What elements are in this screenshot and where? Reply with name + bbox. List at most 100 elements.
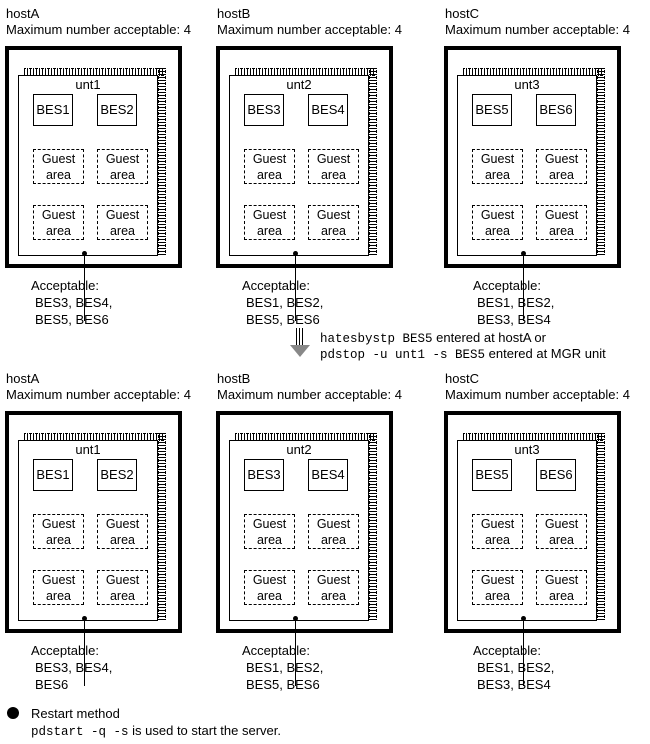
bes-box: BES1 <box>33 459 73 491</box>
max-acceptable-label: Maximum number acceptable: 4 <box>445 387 630 402</box>
connection-point <box>82 251 87 256</box>
bes-box: BES4 <box>308 94 348 126</box>
max-acceptable-label: Maximum number acceptable: 4 <box>217 22 402 37</box>
guest-area-label: area <box>109 589 136 603</box>
guest-label: Guest <box>544 517 579 531</box>
unit-shadow-right <box>597 433 605 620</box>
connector-line <box>84 255 85 321</box>
transition-line-2: pdstop -u unt1 -s BES5 entered at MGR un… <box>320 346 606 363</box>
guest-label: Guest <box>316 573 351 587</box>
guest-area-label: area <box>548 168 575 182</box>
acceptable-list: Acceptable:BES3, BES4,BES6 <box>31 642 112 693</box>
guest-area-label: area <box>548 224 575 238</box>
guest-area-label: area <box>548 533 575 547</box>
unit-shadow-right <box>597 68 605 255</box>
guest-area-label: area <box>109 533 136 547</box>
guest-area: Guest area <box>536 514 587 549</box>
guest-label: Guest <box>316 208 351 222</box>
guest-label: Guest <box>252 517 287 531</box>
bes-box: BES1 <box>33 94 73 126</box>
bes-box: BES6 <box>536 94 576 126</box>
guest-area: Guest area <box>536 149 587 184</box>
restart-text: is used to start the server. <box>128 723 281 738</box>
connector-line <box>295 255 296 321</box>
bes-box: BES6 <box>536 459 576 491</box>
guest-label: Guest <box>105 208 140 222</box>
max-acceptable-label: Maximum number acceptable: 4 <box>6 387 191 402</box>
acceptable-title: Acceptable: <box>473 278 541 293</box>
guest-label: Guest <box>544 152 579 166</box>
host-name: hostB <box>217 6 251 21</box>
guest-area-label: area <box>484 168 511 182</box>
acceptable-title: Acceptable: <box>31 643 99 658</box>
acceptable-line: BES1, BES2, <box>477 295 555 310</box>
guest-label: Guest <box>480 517 515 531</box>
acceptable-title: Acceptable: <box>242 278 310 293</box>
bes-box: BES2 <box>97 94 137 126</box>
guest-label: Guest <box>480 573 515 587</box>
bes-box: BES5 <box>472 459 512 491</box>
guest-label: Guest <box>41 208 76 222</box>
acceptable-line: BES1, BES2, <box>246 295 324 310</box>
bes-box: BES2 <box>97 459 137 491</box>
host-name: hostC <box>445 371 479 386</box>
guest-label: Guest <box>480 208 515 222</box>
guest-label: Guest <box>41 152 76 166</box>
transition-text-1: entered at hostA or <box>432 330 546 345</box>
acceptable-line: BES3, BES4 <box>477 677 551 692</box>
guest-area-label: area <box>256 589 283 603</box>
host-name: hostC <box>445 6 479 21</box>
host-name: hostB <box>217 371 251 386</box>
host-name: hostA <box>6 371 40 386</box>
guest-area-label: area <box>484 589 511 603</box>
acceptable-title: Acceptable: <box>31 278 99 293</box>
transition-arrow-shaft <box>296 328 305 346</box>
connection-point <box>82 616 87 621</box>
max-acceptable-label: Maximum number acceptable: 4 <box>445 22 630 37</box>
bes-box: BES3 <box>244 459 284 491</box>
acceptable-line: BES3, BES4 <box>477 312 551 327</box>
acceptable-line: BES1, BES2, <box>246 660 324 675</box>
acceptable-title: Acceptable: <box>242 643 310 658</box>
restart-command: pdstart -q -s <box>31 725 129 739</box>
guest-area-label: area <box>45 168 72 182</box>
connector-line <box>84 620 85 686</box>
acceptable-line: BES5, BES6 <box>246 677 320 692</box>
guest-area-label: area <box>109 168 136 182</box>
restart-note: pdstart -q -s is used to start the serve… <box>31 723 281 740</box>
guest-label: Guest <box>544 573 579 587</box>
guest-label: Guest <box>316 517 351 531</box>
guest-label: Guest <box>480 152 515 166</box>
guest-area-label: area <box>256 168 283 182</box>
guest-area-label: area <box>256 224 283 238</box>
acceptable-line: BES3, BES4, <box>35 660 113 675</box>
connector-line <box>523 255 524 321</box>
guest-label: Guest <box>252 208 287 222</box>
guest-area: Guest area <box>472 570 523 605</box>
guest-area-label: area <box>320 168 347 182</box>
guest-label: Guest <box>41 517 76 531</box>
guest-label: Guest <box>41 573 76 587</box>
max-acceptable-label: Maximum number acceptable: 4 <box>6 22 191 37</box>
acceptable-list: Acceptable:BES1, BES2,BES3, BES4 <box>473 642 554 693</box>
connection-point <box>521 251 526 256</box>
guest-label: Guest <box>316 152 351 166</box>
guest-area: Guest area <box>472 149 523 184</box>
acceptable-list: Acceptable: BES1, BES2, BES5, BES6 <box>242 277 323 328</box>
acceptable-line: BES5, BES6 <box>246 312 320 327</box>
